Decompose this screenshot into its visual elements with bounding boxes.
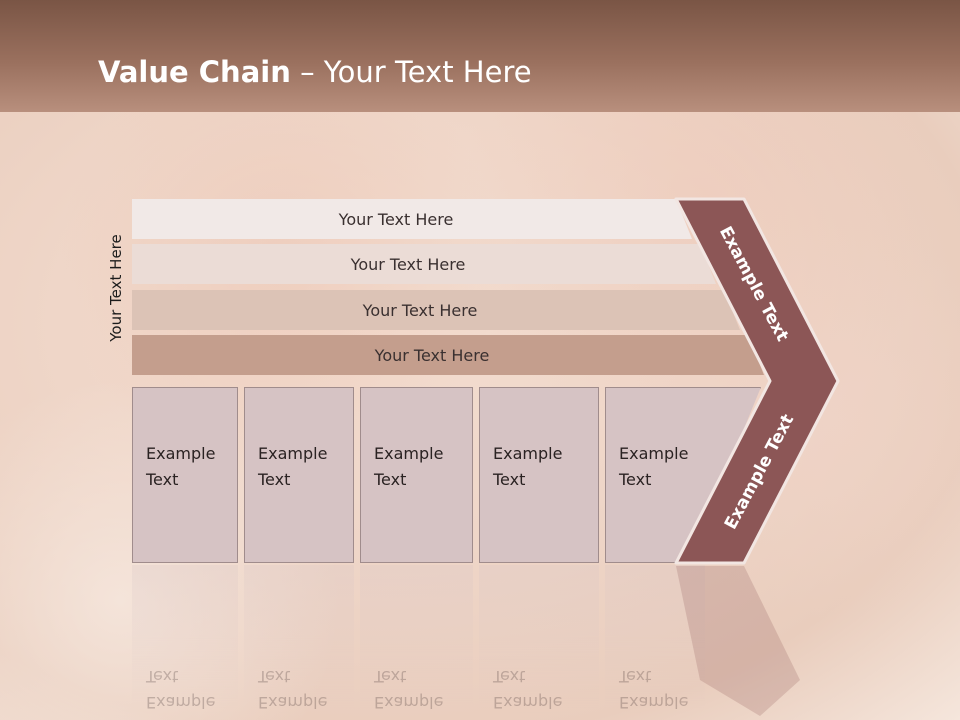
- title-bold: Value Chain: [98, 55, 291, 89]
- activity-box-4: Example Text: [479, 387, 599, 563]
- chevron-reflection: [676, 566, 800, 716]
- activity-box-2-label: Example Text: [258, 444, 328, 489]
- support-bar-3: Your Text Here: [132, 290, 740, 330]
- support-bar-1: Your Text Here: [132, 199, 692, 239]
- header-banner: [0, 0, 960, 112]
- support-bar-1-label: Your Text Here: [338, 209, 454, 229]
- activity-box-1: Example Text: [132, 387, 238, 563]
- activity-box-1-label: Example Text: [146, 444, 216, 489]
- support-bar-4: Your Text Here: [132, 335, 764, 375]
- activity-box-5-label: Example Text: [619, 444, 689, 489]
- activity-box-2: Example Text: [244, 387, 354, 563]
- title-rest: – Your Text Here: [290, 55, 532, 89]
- support-bar-4-label: Your Text Here: [374, 345, 490, 365]
- support-bar-2-label: Your Text Here: [350, 254, 466, 274]
- activity-box-4-label: Example Text: [493, 444, 563, 489]
- support-bar-3-label: Your Text Here: [362, 300, 478, 320]
- support-bar-2: Your Text Here: [132, 244, 716, 284]
- activity-box-3-label: Example Text: [374, 444, 444, 489]
- activity-box-3: Example Text: [360, 387, 473, 563]
- chevron-shape: [674, 197, 840, 565]
- slide-title: Value Chain – Your Text Here: [98, 55, 532, 89]
